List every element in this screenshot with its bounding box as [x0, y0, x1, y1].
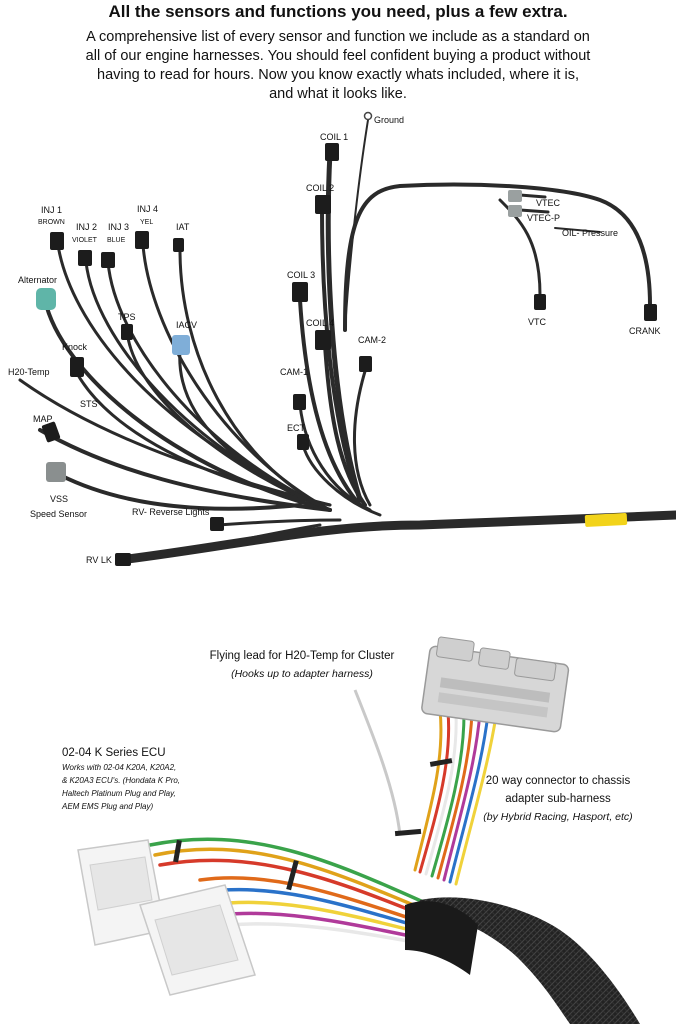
label-alternator: Alternator [18, 275, 57, 285]
label-coil2: COIL 2 [306, 183, 334, 193]
label-ecu-title: 02-04 K Series ECU [62, 747, 166, 759]
label-h2o-temp: H20-Temp [8, 367, 50, 377]
label-ecu-line: Works with 02-04 K20A, K20A2, [62, 763, 176, 772]
vtec-p-connector [508, 205, 522, 217]
top-labels: Ground COIL 1 COIL 2 COIL 3 COIL 4 VTEC … [8, 115, 661, 565]
label-connector-2: adapter sub-harness [505, 793, 611, 805]
label-map: MAP [33, 414, 53, 424]
label-ect: ECT [287, 423, 306, 433]
ecu-harness-illustration [77, 636, 640, 1024]
label-rv-lk: RV LK [86, 555, 112, 565]
inj2-connector [78, 250, 92, 266]
coil2-connector [315, 195, 331, 214]
label-vss: VSS [50, 494, 68, 504]
ground-ring [363, 111, 373, 121]
brand-tag [584, 512, 628, 527]
intro-line: and what it looks like. [269, 86, 407, 102]
intro-line: all of our engine harnesses. You should … [85, 48, 591, 64]
cam2-connector [359, 356, 372, 372]
label-vtec: VTEC [536, 198, 561, 208]
label-crank: CRANK [629, 326, 661, 336]
label-rv-lights: RV- Reverse Lights [132, 507, 210, 517]
rv-lights-connector [210, 517, 224, 531]
vss-connector [46, 462, 66, 482]
label-ecu-line: AEM EMS Plug and Play) [61, 802, 153, 811]
label-tps: TPS [118, 312, 136, 322]
label-inj3-color: BLUE [107, 237, 126, 244]
twenty-way-connector [421, 636, 570, 733]
bottom-labels: Flying lead for H20-Temp for Cluster (Ho… [61, 650, 633, 823]
label-connector-sub: (by Hybrid Racing, Hasport, etc) [483, 811, 632, 823]
label-flying-lead: Flying lead for H20-Temp for Cluster [210, 650, 395, 662]
label-inj2: INJ 2 [76, 222, 97, 232]
label-ecu-line: Haltech Platinum Plug and Play, [62, 789, 176, 798]
label-iat: IAT [176, 222, 190, 232]
label-connector: 20 way connector to chassis [486, 775, 631, 787]
label-vtc: VTC [528, 317, 547, 327]
map-connector [41, 421, 61, 443]
iacv-connector [172, 335, 190, 355]
intro-text: A comprehensive list of every sensor and… [58, 28, 618, 104]
inj3-connector [101, 252, 115, 268]
ect-connector [297, 434, 309, 450]
label-cam1: CAM-1 [280, 367, 308, 377]
coil4-connector [315, 330, 331, 350]
intro-line: having to read for hours. Now you know e… [97, 67, 579, 83]
cam1-connector [293, 394, 306, 410]
label-vtec-p: VTEC-P [527, 213, 560, 223]
alternator-connector [36, 288, 56, 310]
coil3-connector [292, 282, 308, 302]
vtec-connector [508, 190, 522, 202]
label-coil1: COIL 1 [320, 132, 348, 142]
crank-connector [644, 304, 657, 321]
label-coil3: COIL 3 [287, 270, 315, 280]
inj4-connector [135, 231, 149, 249]
page-title: All the sensors and functions you need, … [108, 2, 568, 21]
ecu-plugs [77, 839, 256, 996]
inj1-connector [50, 232, 64, 250]
connectors [36, 111, 657, 566]
label-inj1: INJ 1 [41, 205, 62, 215]
vtc-connector [534, 294, 546, 310]
label-inj1-color: BROWN [38, 219, 65, 226]
tps-connector [121, 324, 133, 340]
label-inj4: INJ 4 [137, 204, 158, 214]
intro-line: A comprehensive list of every sensor and… [86, 29, 590, 45]
harness-wires [18, 119, 676, 565]
label-inj2-color: VIOLET [72, 237, 98, 244]
label-inj4-color: YEL [140, 219, 153, 226]
label-inj3: INJ 3 [108, 222, 129, 232]
label-cam2: CAM-2 [358, 335, 386, 345]
label-oil-pressure: OIL- Pressure [562, 228, 618, 238]
rv-lk-connector [115, 553, 131, 566]
label-vss-sub: Speed Sensor [30, 509, 87, 519]
iat-connector [173, 238, 184, 252]
label-coil4: COIL 4 [306, 318, 334, 328]
label-ecu-line: & K20A3 ECU's. (Hondata K Pro, [62, 776, 180, 785]
label-knock: Knock [62, 342, 88, 352]
label-flying-lead-sub: (Hooks up to adapter harness) [231, 668, 373, 680]
label-ground: Ground [374, 115, 404, 125]
label-sts: STS [80, 399, 98, 409]
coil1-connector [325, 143, 339, 161]
knock-connector [70, 357, 84, 377]
label-iacv: IACV [176, 320, 197, 330]
